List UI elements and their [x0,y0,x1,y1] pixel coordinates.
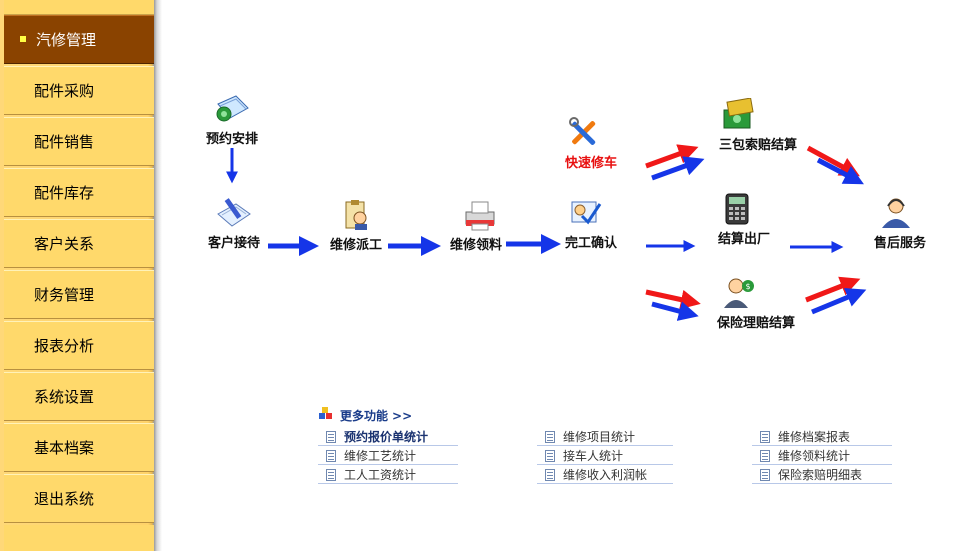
complete-checkmark-icon [571,201,602,225]
node-label: 售后服务 [873,236,926,251]
node-label: 完工确认 [564,236,617,251]
link-repair-item-stats[interactable]: 维修项目统计 [537,428,673,446]
node-appointment[interactable]: 预约安排 [192,92,272,148]
more-functions-panel: 更多功能>> 预约报价单统计 维修项目统计 维修档案报表 维修工艺统计 接车人统… [318,404,898,494]
arrow-down-right-blue [651,301,699,321]
after-sales-service-icon [882,198,910,228]
svg-text:$: $ [745,282,750,291]
link-repair-archive-report[interactable]: 维修档案报表 [752,428,892,446]
arrow-down-right-red [645,289,701,310]
sidebar-item-finance[interactable]: 财务管理 [4,270,154,319]
warranty-cash-icon [723,98,754,129]
insurance-agent-icon: $ [724,278,754,308]
document-icon [326,431,336,443]
node-label: 客户接待 [207,236,260,251]
sidebar-item-label: 报表分析 [34,337,95,355]
cubes-icon [319,407,332,419]
link-parts-pick-stats[interactable]: 维修领料统计 [752,447,892,465]
arrow-up-right-red [645,144,699,169]
sidebar-item-parts-sales[interactable]: 配件销售 [4,117,154,166]
node-label: 三包索赔结算 [718,138,797,153]
link-label: 预约报价单统计 [344,430,429,444]
node-reception[interactable]: 客户接待 [196,196,272,252]
link-worker-wage-stats[interactable]: 工人工资统计 [318,466,458,484]
node-dispatch[interactable]: 维修派工 [320,198,392,254]
link-label: 工人工资统计 [344,468,417,482]
node-label: 保险理赔结算 [716,316,795,331]
link-label: 维修档案报表 [778,430,851,444]
sidebar: 汽修管理 配件采购 配件销售 配件库存 客户关系 财务管理 报表分析 系统设置 … [0,0,162,551]
sidebar-item-customer-relations[interactable]: 客户关系 [4,219,154,268]
sidebar-item-parts-purchase[interactable]: 配件采购 [4,66,154,115]
more-functions-label: 更多功能 [340,409,389,423]
node-checkout[interactable]: 结算出厂 [706,192,782,248]
sidebar-item-label: 基本档案 [34,439,95,457]
link-label: 维修领料统计 [778,449,851,463]
sidebar-item-label: 退出系统 [34,490,95,508]
sidebar-item-exit[interactable]: 退出系统 [4,474,154,523]
quick-repair-wrench-icon [569,117,596,145]
more-functions-title[interactable]: 更多功能>> [340,407,412,424]
arrow-up-right-blue [651,156,705,181]
document-icon [760,431,770,443]
sidebar-item-label: 汽修管理 [36,31,97,49]
sidebar-item-system-settings[interactable]: 系统设置 [4,372,154,421]
node-quick-repair[interactable]: 快速修车 [556,116,626,172]
link-repair-process-stats[interactable]: 维修工艺统计 [318,447,458,465]
document-icon [545,469,555,481]
checkout-terminal-icon [725,193,749,225]
link-insurance-claim-details[interactable]: 保险索赔明细表 [752,466,892,484]
node-complete[interactable]: 完工确认 [556,196,626,252]
node-insurance-settlement[interactable]: $ 保险理赔结算 [706,276,806,332]
bullet-icon [20,36,26,42]
arrow-up-right-red [805,276,861,303]
node-label: 维修派工 [329,238,382,253]
link-appointment-quote-stats[interactable]: 预约报价单统计 [318,428,458,446]
node-parts-pick[interactable]: 维修领料 [440,198,512,254]
document-icon [760,450,770,462]
document-icon [326,450,336,462]
sidebar-item-label: 系统设置 [34,388,95,406]
link-label: 维修工艺统计 [344,449,417,463]
link-receiver-stats[interactable]: 接车人统计 [537,447,673,465]
sidebar-item-parts-inventory[interactable]: 配件库存 [4,168,154,217]
link-label: 保险索赔明细表 [778,468,863,482]
reception-pen-paper-icon [217,198,251,227]
appointment-book-icon [216,95,249,122]
arrow-up-right-blue [811,287,867,315]
link-label: 接车人统计 [563,449,624,463]
document-icon [545,450,555,462]
node-label: 快速修车 [564,156,617,171]
sidebar-item-label: 配件采购 [34,82,95,100]
node-after-sales[interactable]: 售后服务 [862,196,938,252]
document-icon [545,431,555,443]
sidebar-item-label: 配件库存 [34,184,95,202]
dispatch-clipboard-icon [345,200,367,230]
parts-printer-icon [465,201,495,231]
sidebar-bottom-strip [4,525,154,551]
node-warranty-settlement[interactable]: 三包索赔结算 [710,98,806,154]
document-icon [760,469,770,481]
link-label: 维修收入利润帐 [563,468,648,482]
sidebar-item-label: 客户关系 [34,235,95,253]
node-label: 预约安排 [205,132,258,147]
sidebar-item-repair-management[interactable]: 汽修管理 [4,15,154,64]
link-repair-income-profit[interactable]: 维修收入利润帐 [537,466,673,484]
sidebar-item-label: 财务管理 [34,286,95,304]
sidebar-item-reports[interactable]: 报表分析 [4,321,154,370]
link-label: 维修项目统计 [563,430,636,444]
double-chevron-icon: >> [392,409,413,423]
sidebar-item-label: 配件销售 [34,133,95,151]
node-label: 结算出厂 [717,232,770,247]
arrow-down-right-blue [816,157,864,185]
sidebar-item-basic-records[interactable]: 基本档案 [4,423,154,472]
node-label: 维修领料 [449,238,502,253]
sidebar-top-strip [4,0,154,15]
document-icon [326,469,336,481]
